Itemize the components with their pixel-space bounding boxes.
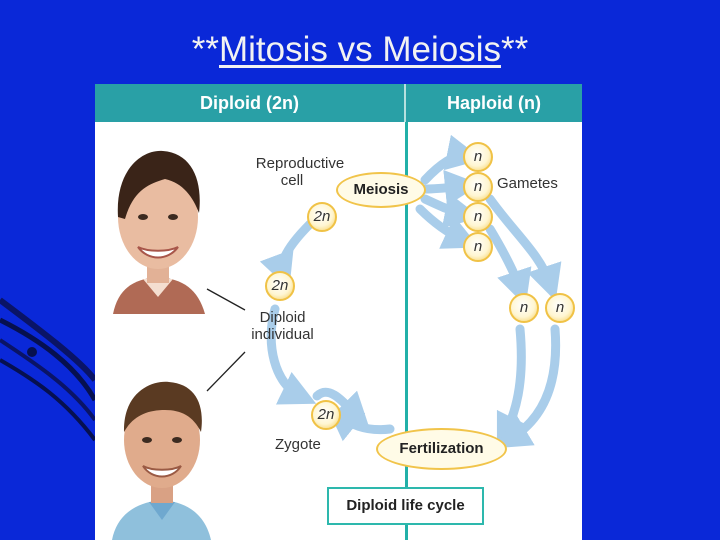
header-diploid: Diploid (2n) [95,84,404,122]
title-suffix: ** [500,30,529,69]
reproductive-line2: cell [280,172,304,189]
reproductive-line1: Reproductive [255,155,345,172]
man-portrait [112,381,211,540]
life-cycle-figure: Diploid (2n) Haploid (n) [95,84,582,540]
diploid-individual-label: Diploid individual [240,309,325,343]
title-main: Mitosis vs Meiosis [219,30,501,69]
diploid-line1: Diploid [259,309,306,326]
cell-label: 2n [271,277,289,294]
gametes-label: Gametes [497,175,558,192]
diploid-life-cycle-label: Diploid life cycle [327,487,484,525]
cell-label: n [519,299,529,316]
fertilization-oval: Fertilization [376,428,507,470]
cell-label: n [555,299,565,316]
cell-label: n [473,208,483,225]
header-haploid: Haploid (n) [406,84,582,122]
cell-2n-individual: 2n [265,271,295,301]
woman-portrait [113,150,205,314]
cycle-arrows [206,134,562,451]
meiosis-oval: Meiosis [336,172,426,208]
cell-n-gamete-2: n [463,172,493,202]
cell-label: 2n [317,406,335,423]
diploid-haploid-divider [405,122,408,540]
zygote-label: Zygote [275,436,321,453]
cell-n-gamete-1: n [463,142,493,172]
cell-n-gamete-3: n [463,202,493,232]
cell-label: n [473,148,483,165]
title-prefix: ** [191,30,219,69]
header-gap [404,84,406,122]
cell-label: n [473,178,483,195]
cell-2n-reproductive: 2n [307,202,337,232]
cell-n-gamete-4: n [463,232,493,262]
reproductive-cell-label: Reproductive cell [245,155,355,189]
cell-n-egg: n [545,293,575,323]
diploid-line2: individual [251,326,314,343]
cell-label: 2n [313,208,331,225]
cell-label: n [473,238,483,255]
cell-2n-zygote: 2n [311,400,341,430]
slide-title: **Mitosis vs Meiosis** [0,30,720,70]
cell-n-sperm: n [509,293,539,323]
